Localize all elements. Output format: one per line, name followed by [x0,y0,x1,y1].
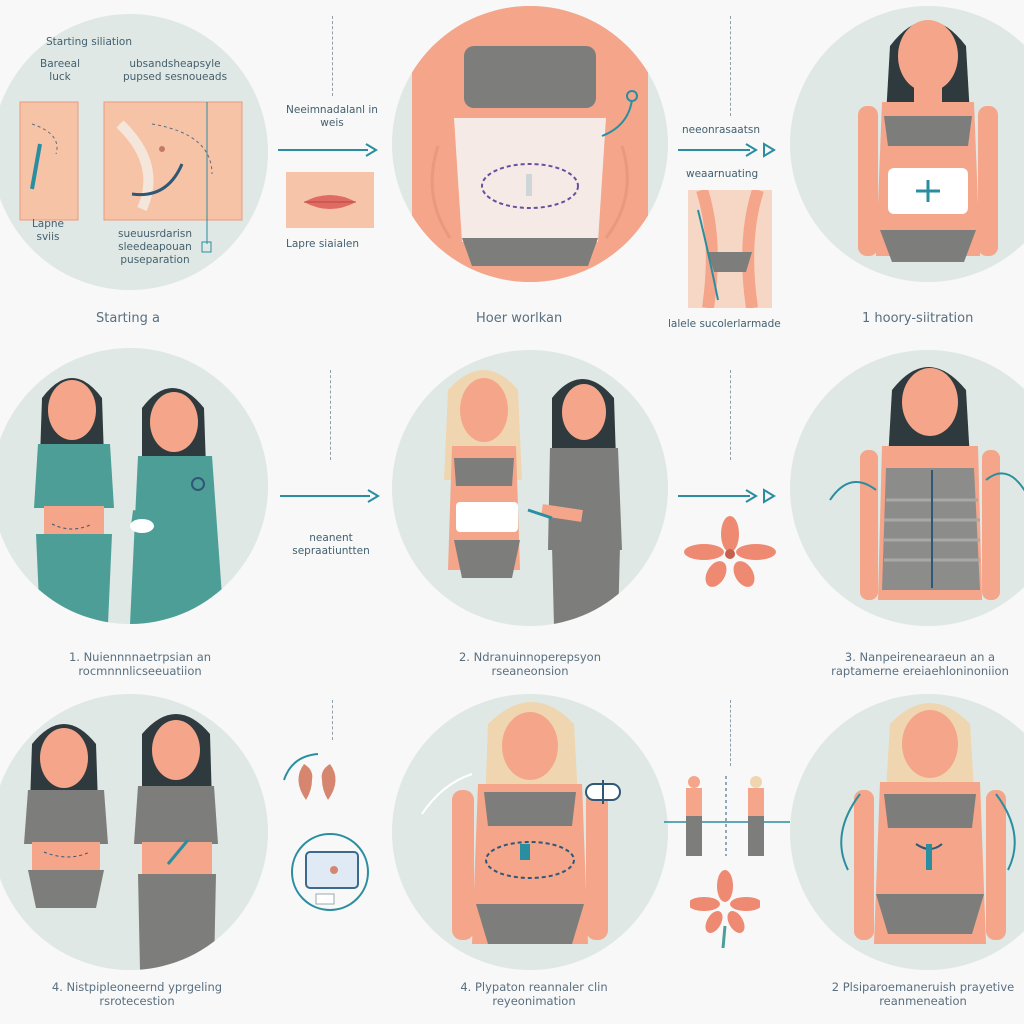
panel-hour-situation [790,6,1024,282]
flower-icon [690,870,760,949]
panel-step-3 [790,350,1024,626]
panel-starting-situation [0,14,268,290]
panel2-caption: Hoer worlkan [476,311,563,326]
row2-caption-1: 1. Nuiennnnaetrpsian an rocmnnnlicseeuat… [68,650,212,678]
row2-connector-label: neanent sepraatiuntten [292,532,370,557]
compression-garment-illustration [829,367,1024,600]
arrow-right-icon [678,142,776,158]
panel1-label-c: Lapne sviis [31,218,65,243]
divider-line [332,16,333,96]
connector1-label-top: Neeimnadalanl in weis [286,104,378,129]
panel-step-final [790,694,1024,970]
two-women-recovery-illustration [24,714,218,970]
panel-home-work [392,6,668,282]
ruler-icon [585,780,621,804]
panel1-caption: Starting a [96,311,160,326]
final-result-illustration [840,703,1016,944]
panel1-label-a: Bareeal luck [40,58,80,83]
panel-step-4a [0,694,268,970]
torso-wrap-illustration [412,6,648,282]
divider-line [332,700,333,740]
connector1-label-bottom: Lapre siaialen [286,238,360,250]
kidneys-icon [283,753,336,800]
flower-icon [684,516,776,587]
panel1-title: Starting siliation [46,36,132,48]
panel-step-4b [392,694,668,970]
connector2-label-top: neeonrasaatsn [682,124,760,136]
lips-icon [286,172,374,228]
arrow-right-icon [678,488,776,504]
panel-step-1 [0,348,268,624]
panel3-caption: 1 hoory-siitration [862,311,974,326]
device-icon [291,833,369,911]
row3-caption-2: 4. Plypaton reannaler clin reyeonimation [460,980,608,1008]
divider-line [730,16,731,116]
divider-line [730,700,731,766]
abdomen-closeup-illustration [19,101,243,253]
row2-caption-2: 2. Ndranuinnoperepsyon rseaneonsion [458,650,602,678]
panel1-label-d: sueuusrdarisn sleedeapouan puseparation [118,228,192,266]
row3-caption-1: 4. Nistpipleoneernd yprgeling rsrotecest… [51,980,223,1008]
waist-figure-icon [688,190,772,308]
before-after-figures-icon [664,776,790,856]
blonde-measurement-illustration [421,702,608,944]
panel-step-2 [392,350,668,626]
row2-caption-3: 3. Nanpeirenearaeun an a raptamerne erei… [831,650,1009,678]
divider-line [730,370,731,460]
divider-line [330,370,331,460]
woman-bandage-illustration [858,20,998,262]
blonde-and-nurse-illustration [444,370,622,626]
row3-caption-3: 2 Plsiparoemaneruish prayetive reanmenea… [831,980,1015,1008]
panel1-label-b: ubsandsheapsyle pupsed sesnoueads [122,58,228,83]
arrow-right-icon [280,489,380,503]
arrow-right-icon [278,143,378,157]
connector2-label-mid: weaarnuating [686,168,759,180]
connector2-label-bottom: lalele sucolerlarmade [668,318,781,330]
nurse-consultation-illustration [34,378,224,624]
